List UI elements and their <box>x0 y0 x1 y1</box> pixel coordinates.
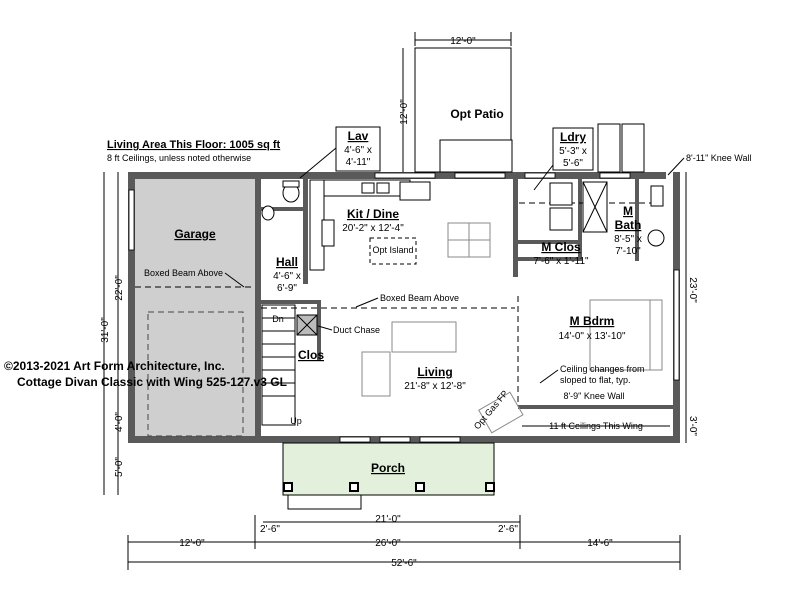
mbath-dim2: 7'-10" <box>615 246 641 257</box>
ceiling-change-1: Ceiling changes from <box>560 364 645 374</box>
lav-fixtures <box>261 180 300 221</box>
copyright-line-2: Cottage Divan Classic with Wing 525-127.… <box>17 375 287 389</box>
bedroom-bed <box>589 299 663 371</box>
kitchen-counters <box>309 179 431 271</box>
patio-slider <box>439 139 513 173</box>
ceiling-note: 8 ft Ceilings, unless noted otherwise <box>107 153 251 163</box>
ldry-dim1: 5'-3" x <box>559 146 587 157</box>
knee-wall-leader <box>667 157 685 176</box>
lav-dim1: 4'-6" x <box>344 145 372 156</box>
rear-door-2 <box>621 123 645 173</box>
knee-wall-bottom: 8'-9" Knee Wall <box>563 391 624 401</box>
ldry-leader <box>533 164 554 191</box>
hall-dim2: 6'-9" <box>277 283 297 294</box>
duct-chase-label: Duct Chase <box>333 325 380 335</box>
bath-fixtures <box>582 181 665 247</box>
porch-step <box>287 494 362 510</box>
patio-label: Opt Patio <box>450 107 503 121</box>
mbath-label-1: M <box>623 204 633 218</box>
lav-leader <box>299 147 337 179</box>
dim-porch-left: 2'-6" <box>260 524 280 535</box>
opt-island-label: Opt Island <box>372 245 413 255</box>
garage-label: Garage <box>174 227 216 241</box>
windows <box>128 172 680 443</box>
rear-door-1 <box>597 123 621 173</box>
lav-dim2: 4'-11" <box>346 157 371 168</box>
boxed-beam-living-label: Boxed Beam Above <box>380 293 459 303</box>
ldry-dim2: 5'-6" <box>563 158 583 169</box>
ceiling-change-leader <box>539 369 559 384</box>
dim-patio-depth: 12'-0" <box>399 99 410 125</box>
dimension-lines <box>103 32 687 570</box>
kit-label: Kit / Dine <box>347 207 399 221</box>
kit-dim: 20'-2" x 12'-4" <box>342 223 404 234</box>
boxed-beam-garage-leader <box>224 272 245 288</box>
ldry-label: Ldry <box>560 130 586 144</box>
lav-label-box <box>335 126 381 172</box>
ldry-label-box <box>552 127 594 171</box>
porch-label: Porch <box>371 461 405 475</box>
clos-label: Clos <box>298 348 324 362</box>
porch-posts <box>283 482 495 492</box>
dim-total: 52'-6" <box>391 558 417 569</box>
dim-left-22: 22'-0" <box>114 275 125 301</box>
stair <box>261 304 296 426</box>
boxed-beam-living-leader <box>355 297 379 308</box>
dim-bottom-12: 12'-0" <box>179 538 205 549</box>
living-label: Living <box>417 365 452 379</box>
living-area-heading: Living Area This Floor: 1005 sq ft <box>107 139 281 151</box>
duct-chase-leader <box>317 325 333 331</box>
dim-right-3: 3'-0" <box>687 416 698 436</box>
mbath-label-2: Bath <box>615 218 642 232</box>
ceiling-change-2: sloped to flat, typ. <box>560 375 631 385</box>
garage-area <box>135 179 255 436</box>
stair-up-label: Up <box>290 416 302 426</box>
dim-porch-21: 21'-0" <box>375 514 401 525</box>
knee-wall-top: 8'-11" Knee Wall <box>686 153 751 163</box>
dim-left-4: 4'-0" <box>114 412 125 432</box>
living-furniture <box>361 321 524 434</box>
dim-bottom-14: 14'-6" <box>587 538 613 549</box>
boxed-beam-garage-label: Boxed Beam Above <box>144 268 223 278</box>
porch-area <box>282 442 495 496</box>
stair-dn-label: Dn <box>272 314 284 324</box>
dim-left-31: 31'-0" <box>100 317 111 343</box>
copyright-line-1: ©2013-2021 Art Form Architecture, Inc. <box>4 359 225 373</box>
mbdrm-dim: 14'-0" x 13'-10" <box>558 331 626 342</box>
dim-left-5: 5'-0" <box>114 457 125 477</box>
lav-label: Lav <box>348 129 369 143</box>
dim-right-23: 23'-0" <box>687 277 698 303</box>
duct-chase-box <box>296 314 318 336</box>
hall-label: Hall <box>276 255 298 269</box>
living-dim: 21'-8" x 12'-8" <box>404 381 466 392</box>
laundry-fixtures <box>549 182 573 231</box>
dim-porch-right: 2'-6" <box>498 524 518 535</box>
garage-door-line <box>147 311 244 437</box>
dim-bottom-26: 26'-0" <box>375 538 401 549</box>
opt-island <box>369 237 417 265</box>
mbdrm-label: M Bdrm <box>570 314 615 328</box>
hall-dim1: 4'-6" x <box>273 271 301 282</box>
gas-fp-label: Opt Gas FP <box>472 388 510 431</box>
mbath-dim1: 8'-5" x <box>614 234 642 245</box>
dining-table <box>447 222 491 258</box>
dim-patio-width: 12'-0" <box>450 36 476 47</box>
mclos-label: M Clos <box>541 240 581 254</box>
mclos-dim: 7'-6" x 1'-11" <box>533 256 589 267</box>
